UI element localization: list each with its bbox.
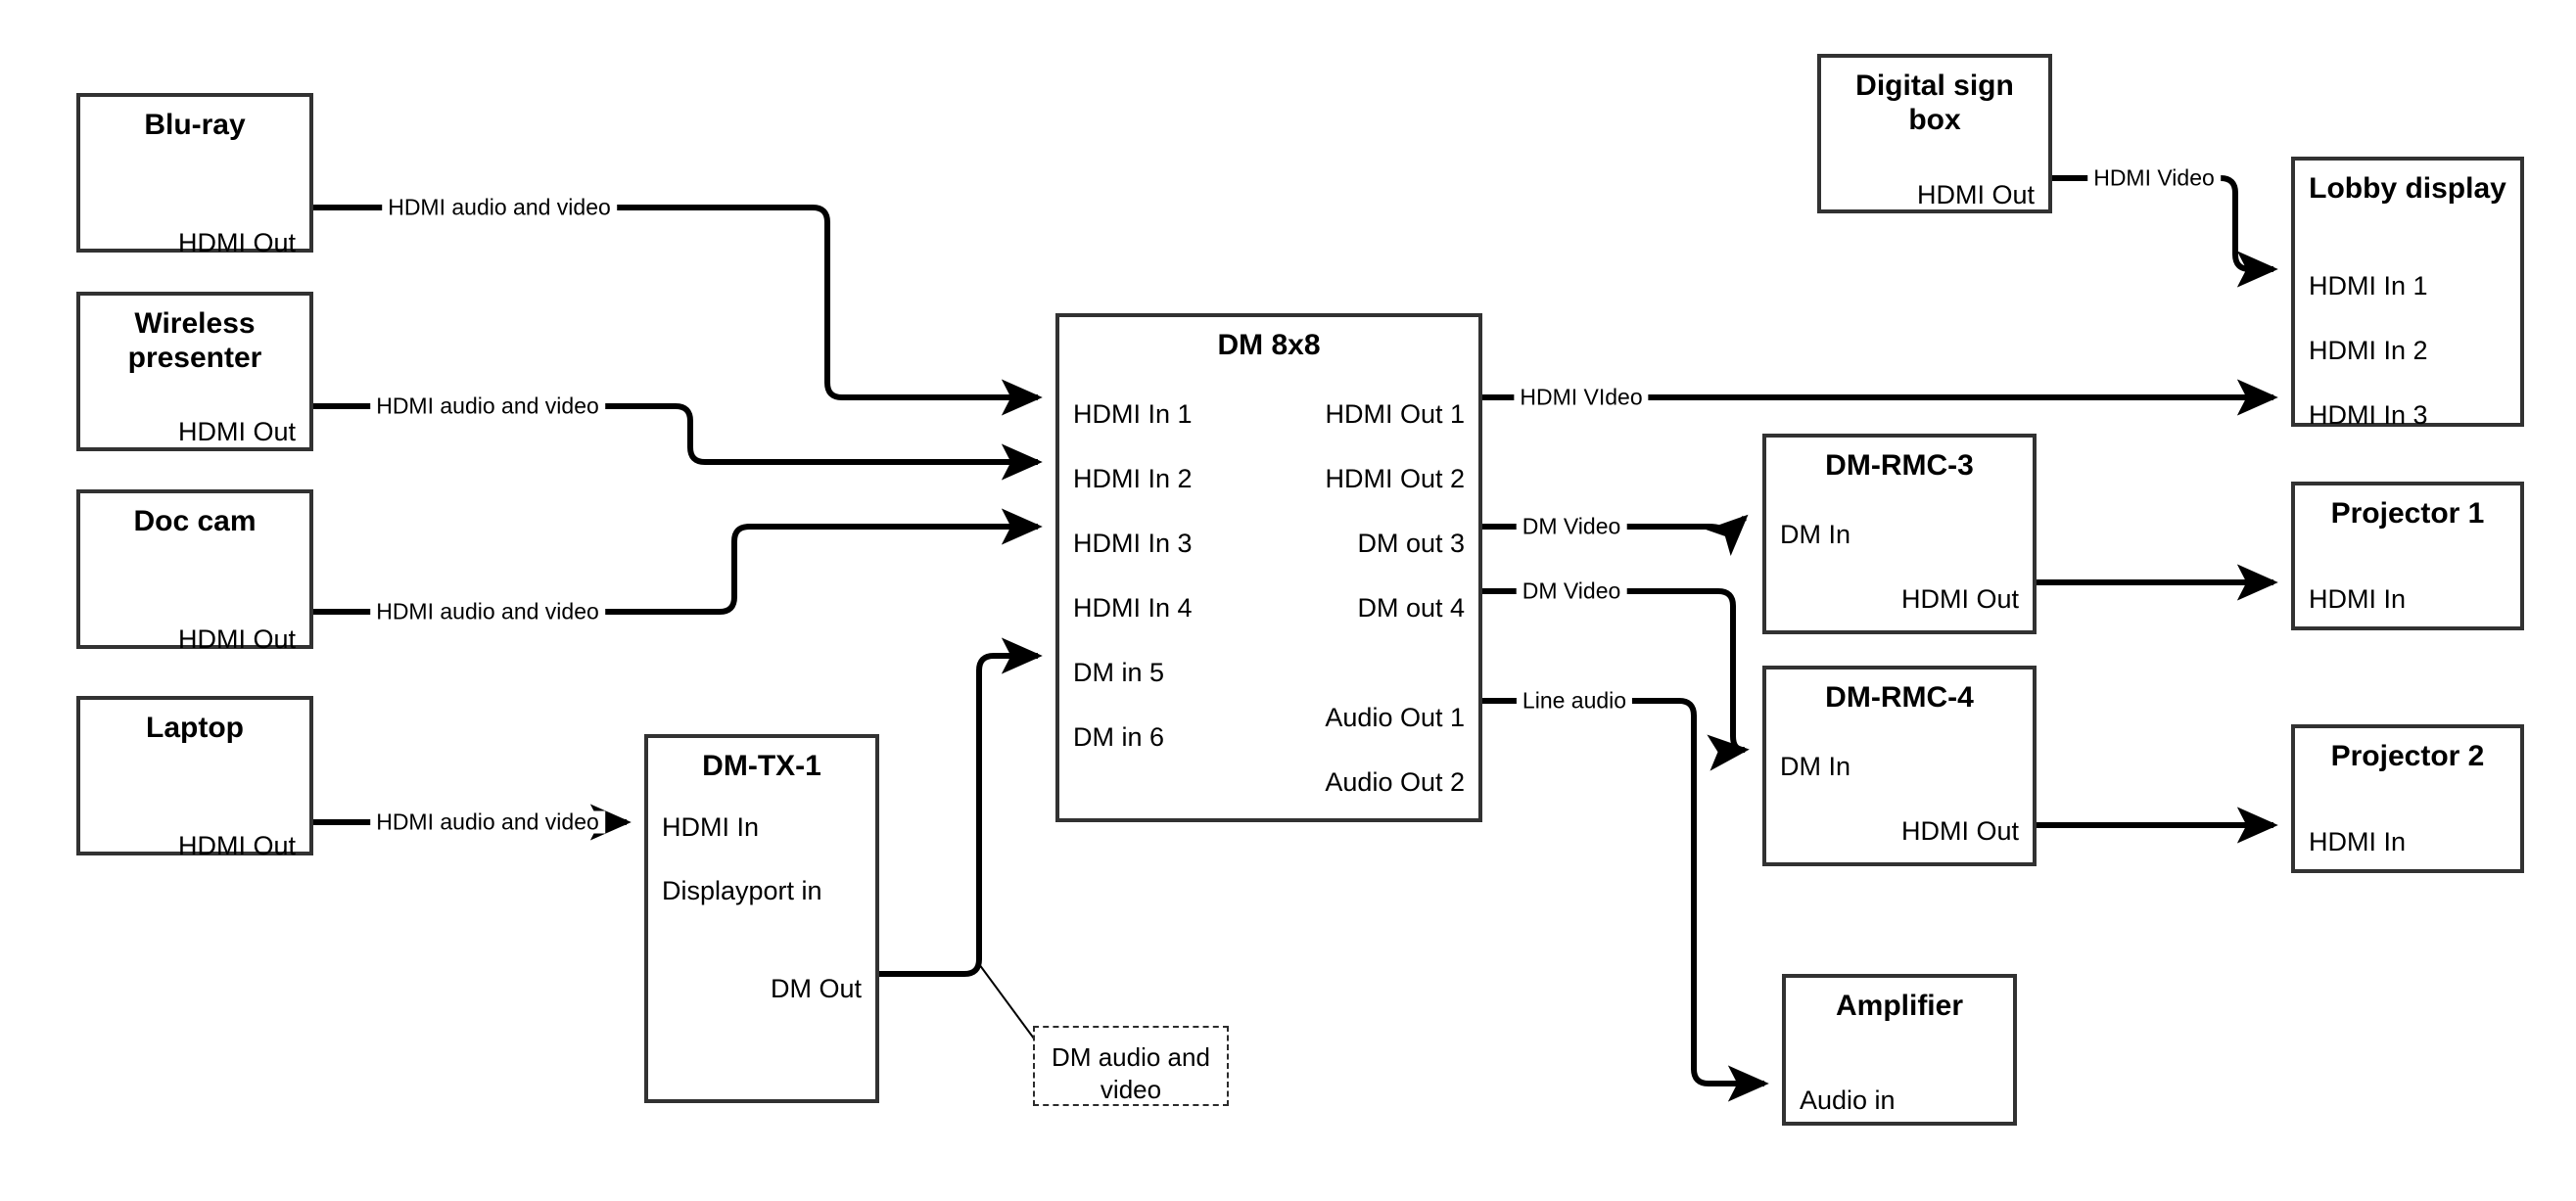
node-title-projector-2: Projector 2 xyxy=(2330,740,2485,772)
port-dm-8x8-hdmi-in-1[interactable]: HDMI In 1 xyxy=(1073,399,1193,429)
port-dm-8x8-hdmi-in-4[interactable]: HDMI In 4 xyxy=(1073,593,1193,623)
port-projector-2-hdmi-in[interactable]: HDMI In xyxy=(2309,827,2407,856)
port-digital-sign-box-hdmi-out[interactable]: HDMI Out xyxy=(1916,180,2035,209)
port-dm-8x8-dm-out-3[interactable]: DM out 3 xyxy=(1357,529,1465,558)
port-wireless-presenter-hdmi-out[interactable]: HDMI Out xyxy=(177,417,296,446)
port-dm-8x8-hdmi-in-2[interactable]: HDMI In 2 xyxy=(1073,464,1193,493)
port-dm-rmc-3-dm-in[interactable]: DM In xyxy=(1780,520,1851,549)
wire-label-digital-sign-to-lobby-hdmi-in-1: HDMI Video xyxy=(2087,166,2221,190)
node-title-amplifier: Amplifier xyxy=(1835,990,1964,1022)
node-title-blu-ray: Blu-ray xyxy=(144,109,246,141)
port-dm-tx-1-displayport-in[interactable]: Displayport in xyxy=(662,876,822,905)
node-dm-rmc-4[interactable]: DM-RMC-4 DM In HDMI Out xyxy=(1762,666,2037,866)
callout-text-dm-audio-video-callout: DM audio and video xyxy=(1052,1042,1210,1104)
wire-audio-out-1-to-amplifier xyxy=(1482,698,1769,1102)
port-dm-rmc-4-dm-in[interactable]: DM In xyxy=(1780,752,1851,781)
wire-digital-sign-to-lobby-hdmi-in-1 xyxy=(2052,175,2278,288)
node-title-digital-sign-box: Digital sign box xyxy=(1855,69,2014,136)
node-dm-audio-video-callout[interactable]: DM audio and video xyxy=(1033,1026,1229,1106)
port-dm-8x8-audio-out-2[interactable]: Audio Out 2 xyxy=(1325,767,1465,797)
port-dm-8x8-audio-out-1[interactable]: Audio Out 1 xyxy=(1325,703,1465,732)
port-dm-tx-1-hdmi-in[interactable]: HDMI In xyxy=(662,812,760,842)
wire-label-laptop-to-dm-tx-1-hdmi-in: HDMI audio and video xyxy=(370,810,605,834)
node-title-dm-8x8: DM 8x8 xyxy=(1217,329,1321,361)
port-lobby-display-hdmi-in-3[interactable]: HDMI In 3 xyxy=(2309,400,2428,430)
wire-label-doc-cam-to-hdmi-in-3: HDMI audio and video xyxy=(370,600,605,624)
port-dm-rmc-4-hdmi-out[interactable]: HDMI Out xyxy=(1900,816,2019,846)
port-doc-cam-hdmi-out[interactable]: HDMI Out xyxy=(177,624,296,654)
wire-label-dm-out-4-to-dm-rmc-4: DM Video xyxy=(1516,579,1627,603)
node-title-lobby-display: Lobby display xyxy=(2309,172,2506,205)
wire-blu-ray-to-hdmi-in-1 xyxy=(313,205,1043,416)
node-projector-1[interactable]: Projector 1 HDMI In xyxy=(2291,482,2524,630)
node-projector-2[interactable]: Projector 2 HDMI In xyxy=(2291,724,2524,873)
wire-label-blu-ray-to-hdmi-in-1: HDMI audio and video xyxy=(382,196,617,219)
node-title-wireless-presenter: Wireless presenter xyxy=(127,307,262,374)
port-dm-8x8-hdmi-in-3[interactable]: HDMI In 3 xyxy=(1073,529,1193,558)
port-dm-8x8-dm-in-5[interactable]: DM in 5 xyxy=(1073,658,1165,687)
port-dm-8x8-dm-in-6[interactable]: DM in 6 xyxy=(1073,722,1165,752)
port-laptop-hdmi-out[interactable]: HDMI Out xyxy=(177,831,296,860)
wire-label-dm-out-3-to-dm-rmc-3: DM Video xyxy=(1516,515,1627,538)
node-title-doc-cam: Doc cam xyxy=(133,505,257,537)
node-title-dm-rmc-4: DM-RMC-4 xyxy=(1825,681,1974,714)
port-dm-8x8-dm-out-4[interactable]: DM out 4 xyxy=(1357,593,1465,623)
port-amplifier-audio-in[interactable]: Audio in xyxy=(1800,1086,1896,1115)
wire-label-hdmi-out-1-to-lobby-hdmi-in-3: HDMI VIdeo xyxy=(1514,386,1649,409)
node-title-dm-tx-1: DM-TX-1 xyxy=(702,750,821,782)
wire-dm-out-4-to-dm-rmc-4 xyxy=(1482,588,1750,771)
port-dm-8x8-hdmi-out-2[interactable]: HDMI Out 2 xyxy=(1325,464,1465,493)
node-title-projector-1: Projector 1 xyxy=(2330,497,2485,530)
wire-label-audio-out-1-to-amplifier: Line audio xyxy=(1516,689,1633,713)
port-dm-rmc-3-hdmi-out[interactable]: HDMI Out xyxy=(1900,584,2019,614)
node-dm-rmc-3[interactable]: DM-RMC-3 DM In HDMI Out xyxy=(1762,434,2037,634)
node-title-laptop: Laptop xyxy=(146,712,244,744)
node-title-dm-rmc-3: DM-RMC-3 xyxy=(1825,449,1974,482)
port-lobby-display-hdmi-in-2[interactable]: HDMI In 2 xyxy=(2309,336,2428,365)
port-lobby-display-hdmi-in-1[interactable]: HDMI In 1 xyxy=(2309,271,2428,300)
wire-dm-tx-1-dm-out-to-dm-in-5 xyxy=(879,637,1043,977)
port-dm-tx-1-dm-out[interactable]: DM Out xyxy=(770,974,862,1003)
wire-label-wireless-presenter-to-hdmi-in-2: HDMI audio and video xyxy=(370,394,605,418)
port-dm-8x8-hdmi-out-1[interactable]: HDMI Out 1 xyxy=(1325,399,1465,429)
port-projector-1-hdmi-in[interactable]: HDMI In xyxy=(2309,584,2407,614)
port-blu-ray-hdmi-out[interactable]: HDMI Out xyxy=(177,228,296,257)
